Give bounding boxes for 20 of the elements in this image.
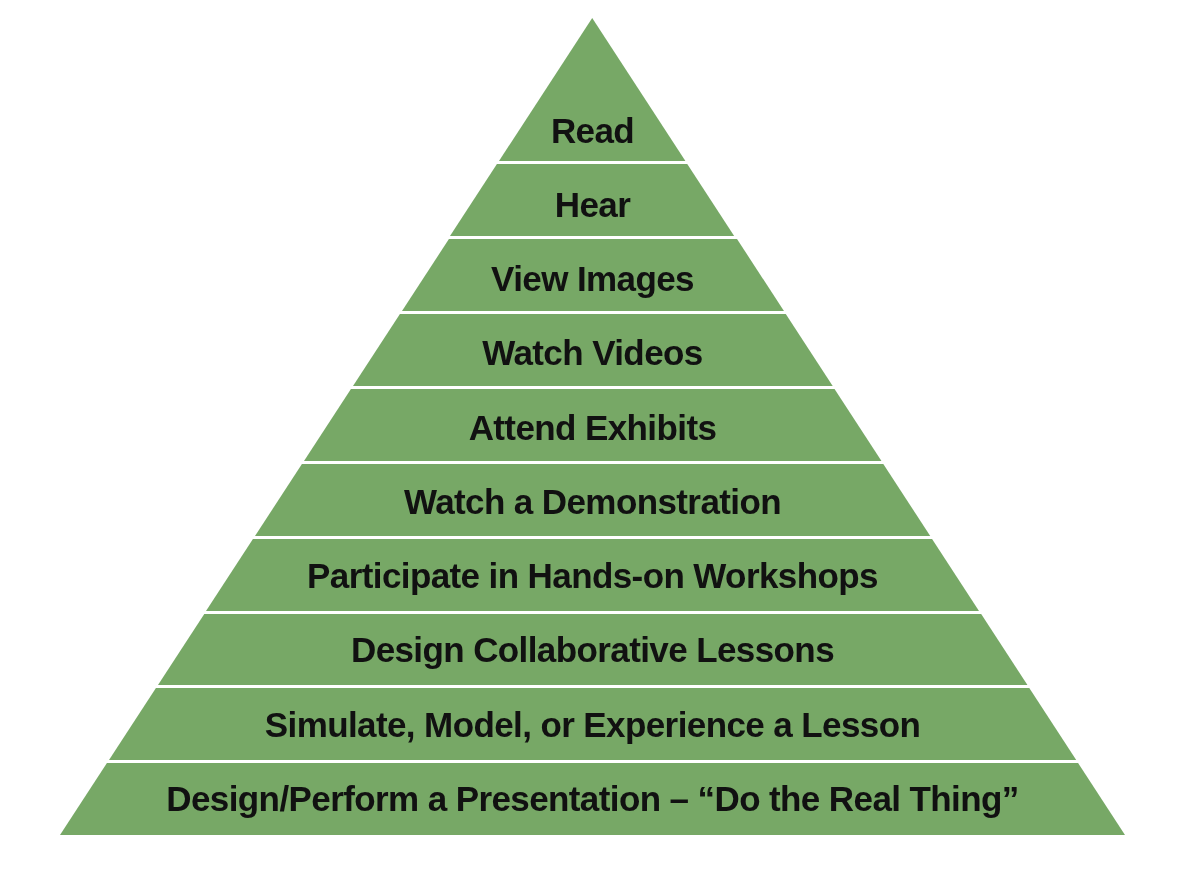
tier-label: Read [550,111,635,151]
pyramid-tier [450,164,735,236]
tier-label: Design Collaborative Lessons [350,630,834,670]
pyramid-tier [108,688,1077,760]
pyramid-tier [157,614,1028,685]
tier-label: Design/Perform a Presentation – “Do the Real Thing” [166,779,1019,819]
tier-label: Simulate, Model, or Experience a Lesson [264,705,921,745]
pyramid-tier [401,239,784,311]
tier-label: Attend Exhibits [468,408,717,448]
pyramid-tier [60,763,1125,835]
tier-label: Watch Videos [482,333,703,373]
pyramid-tier [352,314,833,386]
pyramid-tier [254,464,931,536]
tier-label: Hear [554,185,631,225]
pyramid-tier [303,389,882,461]
pyramid-tier [206,539,979,611]
tier-label: Participate in Hands-on Workshops [307,556,878,596]
tier-label: Watch a Demonstration [404,482,781,522]
tier-label: View Images [491,259,694,299]
pyramid-apex-tier [499,18,686,161]
